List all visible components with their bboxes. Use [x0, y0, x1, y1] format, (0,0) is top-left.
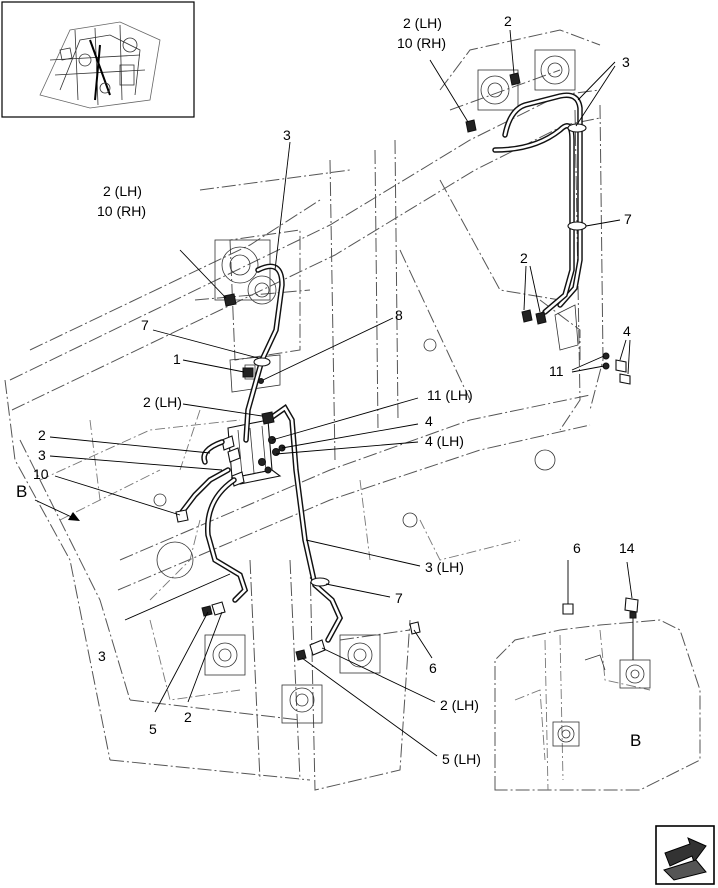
- callout-3lh-mid: 3 (LH): [425, 559, 464, 575]
- callout-3-left-top: 3: [283, 127, 291, 143]
- callout-3-left: 3: [38, 447, 46, 463]
- callout-2lh-top-right: 2 (LH): [403, 15, 442, 31]
- callout-2-left: 2: [38, 427, 46, 443]
- callout-10rh-top-right: 10 (RH): [397, 35, 446, 51]
- machine-frame-outline: [4, 29, 604, 791]
- callout-7-mid: 7: [395, 590, 403, 606]
- callout-4-mid: 4: [425, 413, 433, 429]
- callout-2-right: 2: [520, 250, 528, 266]
- callout-3-bottom: 3: [98, 648, 106, 664]
- callout-10-left: 10: [33, 466, 49, 482]
- callout-2lh-bottom: 2 (LH): [440, 697, 479, 713]
- callout-1-left: 1: [173, 351, 181, 367]
- hydraulic-hoses: [179, 92, 583, 643]
- inset-view-b: [494, 560, 701, 791]
- next-page-arrow-icon[interactable]: [655, 825, 715, 885]
- callout-5lh-bottom: 5 (LH): [442, 751, 481, 767]
- view-b-arrow-label: B: [16, 482, 27, 501]
- callout-2lh-mid: 2 (LH): [143, 394, 182, 410]
- leader-lines: [34, 29, 631, 757]
- callout-14-inset: 14: [619, 540, 635, 556]
- callout-11-right: 11: [549, 363, 564, 379]
- callout-10rh-left: 10 (RH): [97, 203, 146, 219]
- locator-thumbnail: [1, 1, 195, 118]
- callout-11lh-mid: 11 (LH): [427, 387, 473, 403]
- callout-7-left: 7: [141, 317, 149, 333]
- callout-3-top-right: 3: [622, 54, 630, 70]
- callout-4lh-mid: 4 (LH): [425, 433, 464, 449]
- callout-8-left: 8: [395, 307, 403, 323]
- callout-7-right: 7: [624, 211, 632, 227]
- valve-manifold: [221, 419, 286, 487]
- callout-6-mid: 6: [429, 660, 437, 676]
- inset-view-b-label: B: [630, 731, 641, 750]
- callout-labels: 2 (LH) 10 (RH) 2 3 7 2 4 11 3 2 (LH) 10 …: [16, 13, 641, 767]
- clamps-fittings: [175, 72, 631, 661]
- callout-2-top-right: 2: [504, 13, 512, 29]
- callout-2lh-left: 2 (LH): [103, 183, 142, 199]
- callout-5-bottom: 5: [149, 721, 157, 737]
- callout-6-inset: 6: [573, 540, 581, 556]
- callout-4-right: 4: [623, 323, 631, 339]
- callout-2-bottom: 2: [184, 709, 192, 725]
